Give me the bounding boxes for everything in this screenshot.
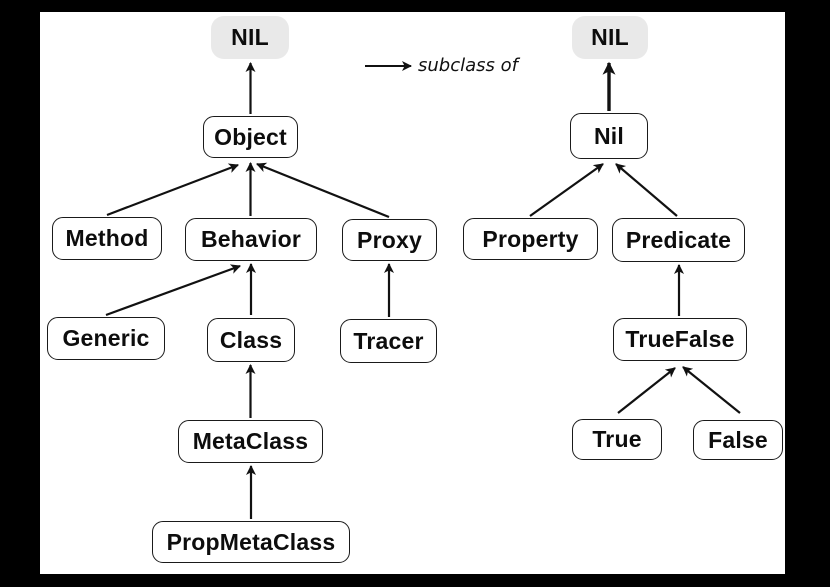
node-nil-left: NIL [211,16,289,59]
node-method: Method [52,217,162,260]
edges-layer [105,61,741,519]
node-class: Class [207,318,295,362]
node-tracer: Tracer [340,319,437,363]
node-predicate: Predicate [612,218,745,262]
legend-label: subclass of [418,55,518,76]
node-false: False [693,420,783,460]
edge-predicate-nil [615,163,678,217]
node-generic: Generic [47,317,165,360]
edge-generic-behavior [105,264,241,317]
edge-method-object [106,163,239,217]
node-true: True [572,419,662,460]
node-nil-right: NIL [572,16,648,59]
edge-property-nil [529,163,604,217]
edge-true-truefalse [617,367,676,414]
node-object: Object [203,116,298,158]
node-property: Property [463,218,598,260]
node-propmetaclass: PropMetaClass [152,521,350,563]
node-behavior: Behavior [185,218,317,261]
node-truefalse: TrueFalse [613,318,747,361]
edge-false-truefalse [682,366,741,414]
edge-proxy-object [256,162,390,219]
node-metaclass: MetaClass [178,420,323,463]
node-nil: Nil [570,113,648,159]
node-proxy: Proxy [342,219,437,261]
